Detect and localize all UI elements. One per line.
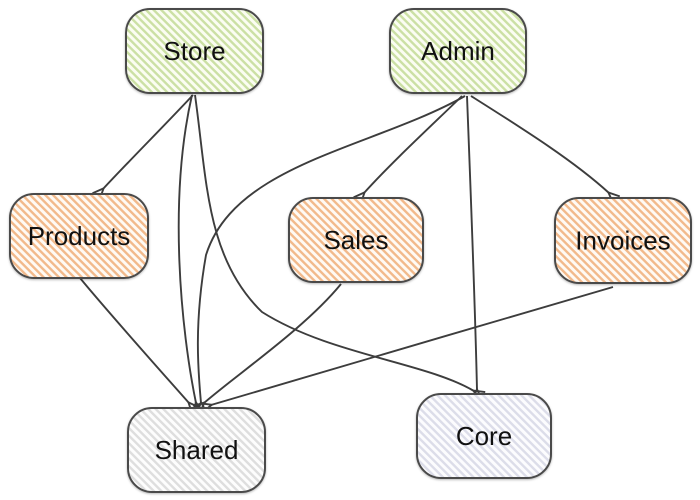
edge-products-shared <box>79 277 200 415</box>
node-store[interactable]: Store <box>125 8 264 94</box>
edge-admin-shared <box>196 95 466 414</box>
node-core[interactable]: Core <box>416 393 552 479</box>
edge-admin-sales <box>353 95 463 205</box>
node-label-sales: Sales <box>323 225 388 255</box>
node-label-admin: Admin <box>421 36 495 66</box>
edge-store-shared <box>177 94 204 415</box>
node-label-store: Store <box>163 36 225 66</box>
node-admin[interactable]: Admin <box>389 8 527 94</box>
node-label-shared: Shared <box>155 435 239 465</box>
node-invoices[interactable]: Invoices <box>554 197 692 284</box>
edge-admin-core <box>466 95 483 401</box>
node-sales[interactable]: Sales <box>288 197 424 283</box>
edge-invoices-shared <box>199 286 614 414</box>
node-label-invoices: Invoices <box>575 226 670 256</box>
node-products[interactable]: Products <box>9 193 149 279</box>
edge-store-products <box>92 94 194 201</box>
edge-admin-invoices <box>470 95 621 204</box>
edge-store-core <box>194 94 486 401</box>
node-shared[interactable]: Shared <box>127 407 266 493</box>
node-label-core: Core <box>456 421 512 451</box>
node-label-products: Products <box>28 221 131 251</box>
edge-sales-shared <box>192 283 342 414</box>
